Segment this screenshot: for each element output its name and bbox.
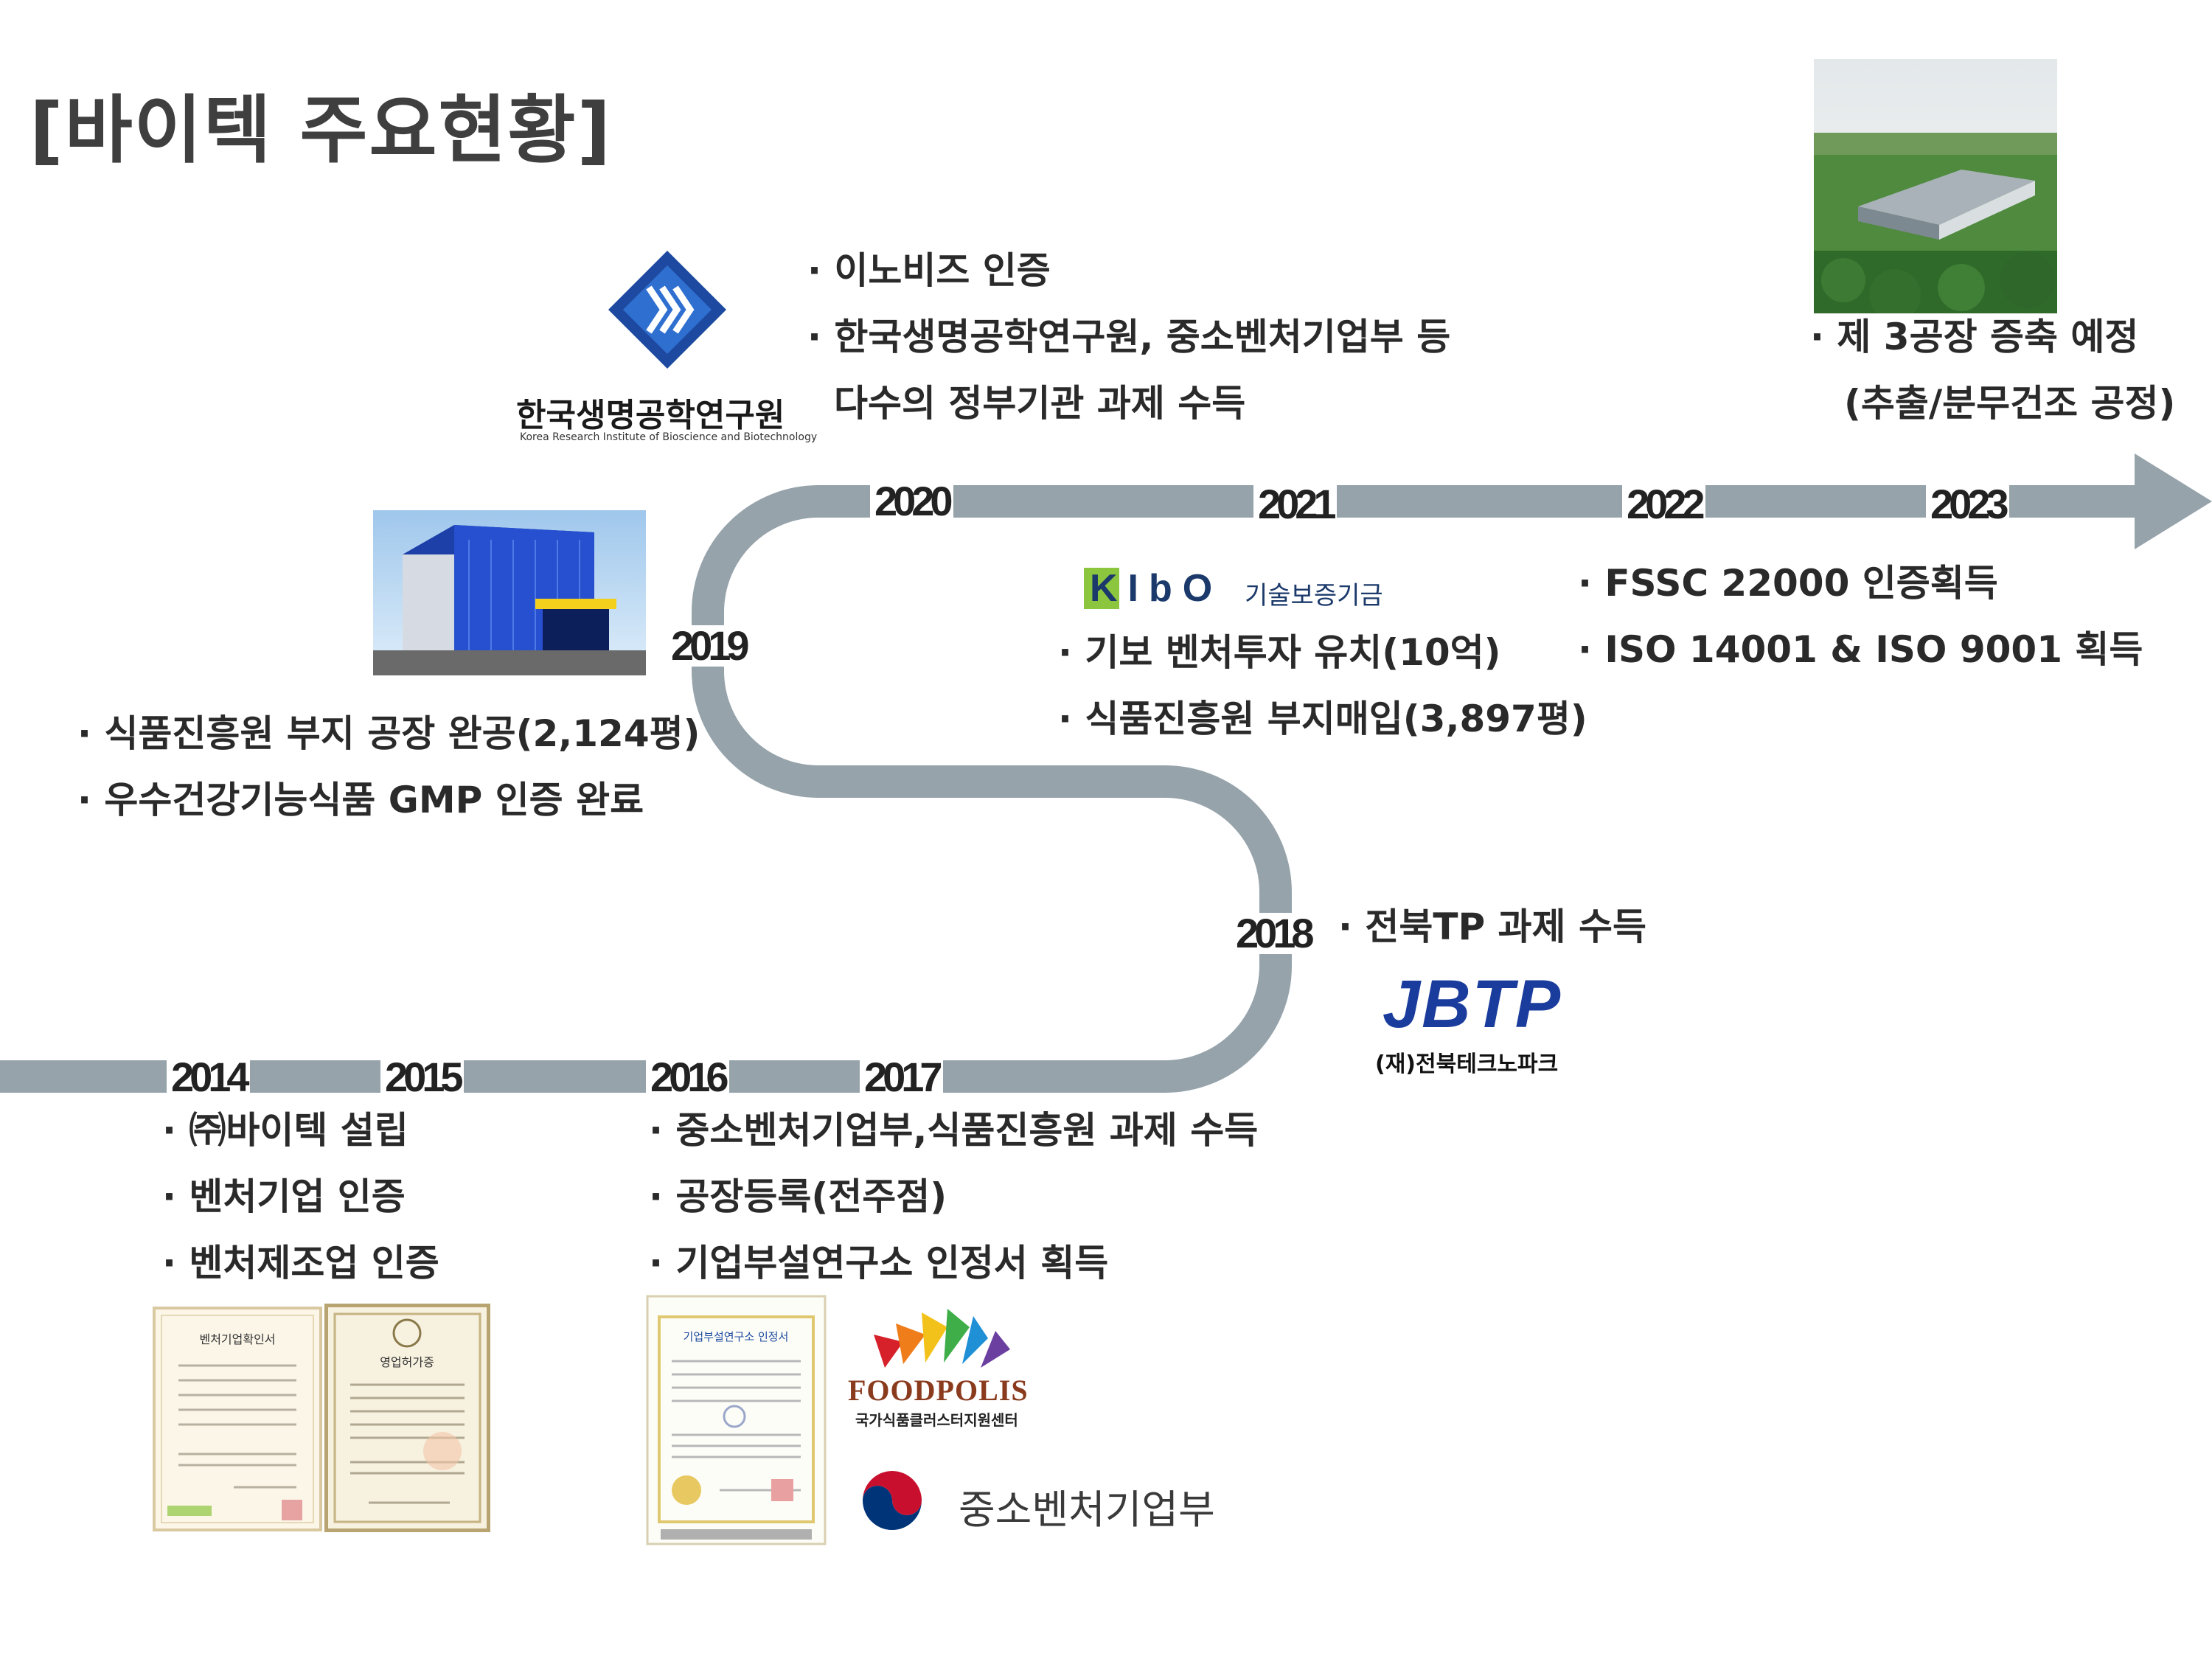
jbtp-mark: JBTP bbox=[1382, 967, 1562, 1042]
factory-rendering-photo bbox=[1814, 59, 2057, 313]
year-2015: 2015 bbox=[380, 1057, 464, 1098]
jbtp-name: (재)전북테크노파크 bbox=[1375, 1051, 1559, 1077]
kribb-name: 한국생명공학연구원 bbox=[516, 397, 785, 434]
certificate-image: 기업부설연구소 인정서 bbox=[646, 1295, 827, 1545]
mss-name: 중소벤처기업부 bbox=[959, 1486, 1215, 1533]
kibo-name: 기술보증기금 bbox=[1245, 581, 1383, 611]
events-2016: · 중소벤처기업부,식품진흥원 과제 수득 · 공장등록(전주점) · 기업부설… bbox=[649, 1097, 1258, 1296]
mss-logo: 중소벤처기업부 bbox=[848, 1456, 1217, 1548]
foodpolis-logo: FOODPOLIS 국가식품클러스터지원센터 bbox=[844, 1305, 1043, 1438]
certificate-image: 영업허가증 bbox=[324, 1304, 490, 1532]
kribb-emblem-icon bbox=[608, 251, 726, 369]
foodpolis-mark: FOODPOLIS bbox=[848, 1374, 1029, 1407]
year-2021: 2021 bbox=[1253, 484, 1337, 525]
year-2019: 2019 bbox=[667, 625, 750, 667]
year-2023: 2023 bbox=[1926, 484, 2009, 525]
kibo-mark: KIbO bbox=[1090, 567, 1223, 610]
event-item: · ISO 14001 & ISO 9001 획득 bbox=[1578, 628, 2143, 671]
taegeuk-icon bbox=[858, 1466, 927, 1535]
certificate-image: 벤처기업확인서 bbox=[153, 1307, 322, 1531]
page-title: [바이텍 주요현황] bbox=[29, 87, 613, 173]
event-item: · FSSC 22000 인증획득 bbox=[1578, 562, 1998, 605]
event-item: (추출/분무건조 공정) bbox=[1844, 382, 2176, 425]
timeline-arrow-head bbox=[2135, 453, 2212, 549]
certificate-title: 기업부설연구소 인정서 bbox=[684, 1330, 789, 1343]
year-2016: 2016 bbox=[646, 1057, 729, 1098]
building-photo bbox=[373, 510, 646, 675]
event-item: · 식품진흥원 부지매입(3,897평) bbox=[1058, 698, 1587, 740]
kibo-green-square-icon bbox=[1084, 568, 1119, 609]
events-2014: · ㈜바이텍 설립 · 벤처기업 인증 · 벤처제조업 인증 bbox=[162, 1097, 439, 1296]
year-2014: 2014 bbox=[167, 1057, 250, 1098]
events-2018: · 전북TP 과제 수득 bbox=[1338, 894, 1646, 960]
year-2018: 2018 bbox=[1231, 913, 1315, 954]
event-item: · 중소벤처기업부,식품진흥원 과제 수득 bbox=[649, 1109, 1259, 1152]
event-item: · 한국생명공학연구원, 중소벤처기업부 등 bbox=[807, 316, 1451, 358]
foodpolis-rainbow-icon bbox=[874, 1309, 1010, 1368]
event-item: · 전북TP 과제 수득 bbox=[1338, 905, 1646, 948]
event-item: · 기보 벤처투자 유치(10억) bbox=[1058, 631, 1501, 674]
year-2020: 2020 bbox=[870, 481, 953, 522]
event-item: · 식품진흥원 부지 공장 완공(2,124평) bbox=[77, 712, 700, 755]
event-item: · 기업부설연구소 인정서 획득 bbox=[649, 1242, 1109, 1284]
event-item: · 제 3공장 증축 예정 bbox=[1810, 316, 2139, 358]
kribb-name-en: Korea Research Institute of Bioscience a… bbox=[520, 431, 818, 443]
event-item: · 이노비즈 인증 bbox=[807, 249, 1051, 292]
events-2022: · FSSC 22000 인증획득 · ISO 14001 & ISO 9001… bbox=[1578, 550, 2143, 683]
foodpolis-name: 국가식품클러스터지원센터 bbox=[855, 1411, 1018, 1429]
events-2020: · 이노비즈 인증 · 한국생명공학연구원, 중소벤처기업부 등 다수의 정부기… bbox=[807, 237, 1450, 437]
certificate-title: 영업허가증 bbox=[380, 1355, 434, 1369]
year-2017: 2017 bbox=[860, 1057, 943, 1098]
event-item: · 우수건강기능식품 GMP 인증 완료 bbox=[77, 779, 644, 821]
event-item: · 공장등록(전주점) bbox=[649, 1175, 947, 1218]
event-item: · 벤처제조업 인증 bbox=[162, 1242, 439, 1284]
kribb-logo: 한국생명공학연구원 Korea Research Institute of Bi… bbox=[516, 247, 826, 453]
events-2019: · 식품진흥원 부지 공장 완공(2,124평) · 우수건강기능식품 GMP … bbox=[77, 700, 700, 833]
certificate-title: 벤처기업확인서 bbox=[199, 1332, 275, 1346]
events-2023: · 제 3공장 증축 예정 (추출/분무건조 공정) bbox=[1810, 304, 2175, 437]
jbtp-logo: JBTP (재)전북테크노파크 bbox=[1375, 966, 1618, 1077]
event-item: · 벤처기업 인증 bbox=[162, 1175, 406, 1218]
kibo-logo: KIbO 기술보증기금 bbox=[1084, 566, 1394, 612]
event-item: · ㈜바이텍 설립 bbox=[162, 1109, 408, 1152]
year-2022: 2022 bbox=[1622, 484, 1705, 525]
events-2021: · 기보 벤처투자 유치(10억) · 식품진흥원 부지매입(3,897평) bbox=[1058, 619, 1587, 752]
event-item: 다수의 정부기관 과제 수득 bbox=[834, 382, 1246, 425]
